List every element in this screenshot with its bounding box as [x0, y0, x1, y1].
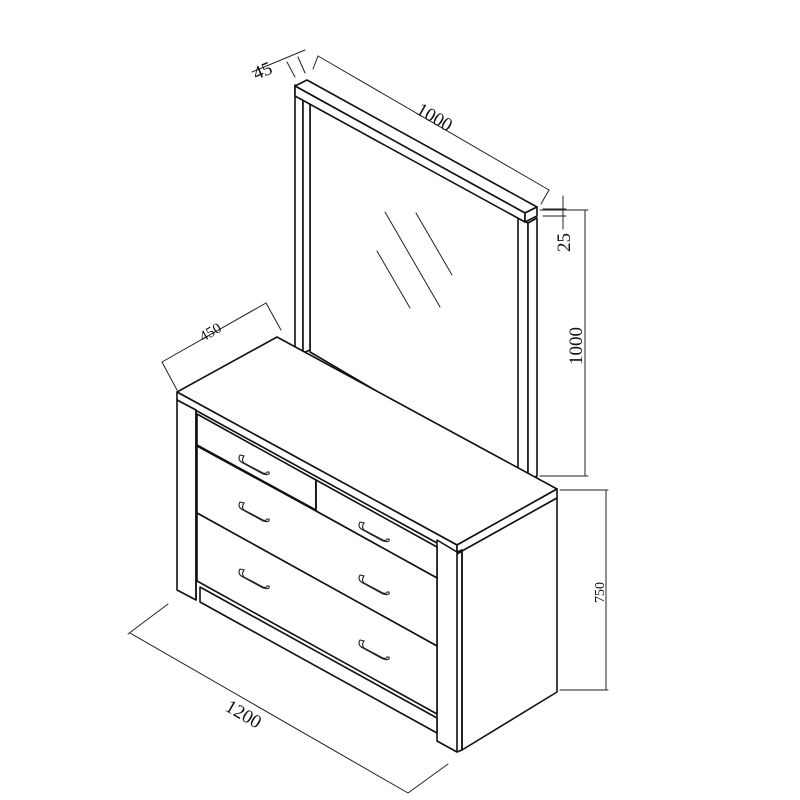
- dresser: [176, 336, 558, 753]
- dim-dresser-depth-label: 450: [197, 320, 224, 345]
- drawer-bottom: [196, 512, 438, 715]
- mirror-left-post: [294, 84, 304, 353]
- dim-mirror-height-label: 1000: [566, 327, 587, 365]
- drawer-middle: [196, 445, 438, 647]
- dresser-left-leg: [176, 399, 197, 601]
- dimension-lines: [127, 49, 609, 794]
- mirror-right-post: [517, 217, 529, 481]
- drawer-handle-icon: [358, 521, 390, 543]
- dim-mirror-width-label: 1000: [413, 99, 456, 136]
- drawer-handle-icon: [358, 574, 390, 596]
- drawer-handle-icon: [358, 639, 390, 661]
- dim-dresser-height-label: 750: [593, 582, 608, 603]
- drawer-handle-icon: [238, 454, 270, 476]
- mirror: [294, 79, 538, 482]
- dresser-plinth: [199, 586, 438, 734]
- dim-mirror-top-thickness-label: 25: [554, 233, 575, 252]
- drawer-handle-icon: [238, 568, 270, 590]
- dim-dresser-width-label: 1200: [222, 696, 265, 733]
- dresser-right-leg: [436, 539, 458, 753]
- dim-mirror-depth-label: 45: [250, 58, 275, 85]
- mirror-reflection-icon: [376, 211, 453, 309]
- drawer-handle-icon: [238, 501, 270, 523]
